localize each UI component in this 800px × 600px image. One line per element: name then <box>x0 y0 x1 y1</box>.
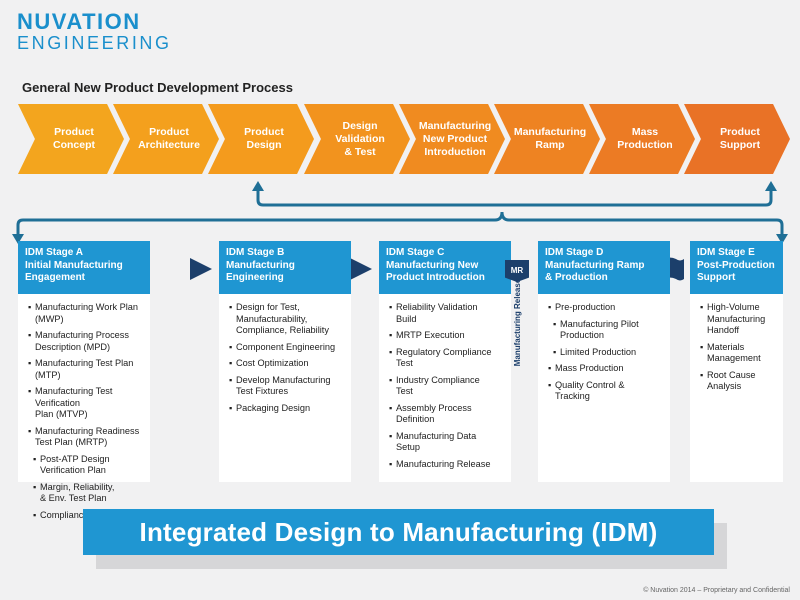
stage-b-items: Design for Test, Manufacturability, Comp… <box>219 294 351 414</box>
phase-label: Mass Production <box>617 126 673 151</box>
phase-label: Manufacturing Ramp <box>513 126 587 151</box>
phase-label: Product Design <box>244 126 284 151</box>
list-item: Develop Manufacturing Test Fixtures <box>229 375 346 398</box>
list-item: Root Cause Analysis <box>700 370 778 393</box>
stage-d-card: IDM Stage D Manufacturing Ramp & Product… <box>538 241 670 482</box>
list-item: Regulatory Compliance Test <box>389 347 506 370</box>
phase-label: Design Validation & Test <box>335 119 385 158</box>
phase-chevron: Product Architecture <box>113 104 219 174</box>
phase-chevron: Design Validation & Test <box>304 104 410 174</box>
list-item: High-Volume Manufacturing Handoff <box>700 302 778 337</box>
stage-e-items: High-Volume Manufacturing Handoff Materi… <box>690 294 783 393</box>
list-item: Reliability Validation Build <box>389 302 506 325</box>
list-item: Materials Management <box>700 342 778 365</box>
stage-c-items: Reliability Validation Build MRTP Execut… <box>379 294 511 470</box>
arrowhead-stage-a <box>12 234 24 244</box>
list-item: Manufacturing Pilot Production <box>553 319 665 342</box>
list-item: Manufacturing Work Plan (MWP) <box>28 302 145 325</box>
chevron-shape <box>684 104 790 174</box>
list-item: Manufacturing Data Setup <box>389 431 506 454</box>
phase-label: Manufacturing New Product Introduction <box>418 119 492 158</box>
list-item: Limited Production <box>553 347 665 359</box>
chevron-shape <box>113 104 219 174</box>
list-item: Manufacturing Release <box>389 459 506 471</box>
phase-chevron: Mass Production <box>589 104 695 174</box>
idm-banner: Integrated Design to Manufacturing (IDM) <box>83 509 714 555</box>
phase-label: Product Support <box>719 126 761 151</box>
list-item: Manufacturing Test Plan (MTP) <box>28 358 145 381</box>
phase-chevron: Manufacturing New Product Introduction <box>399 104 505 174</box>
list-item: Packaging Design <box>229 403 346 415</box>
list-item: MRTP Execution <box>389 330 506 342</box>
stage-b-title: IDM Stage B Manufacturing Engineering <box>219 241 351 294</box>
stage-c-card: IDM Stage C Manufacturing New Product In… <box>379 241 511 482</box>
list-item: Post-ATP Design Verification Plan <box>33 454 145 477</box>
stage-a-items: Manufacturing Work Plan (MWP) Manufactur… <box>18 294 150 521</box>
phase-label: Product Architecture <box>138 126 200 151</box>
chevron-shape <box>494 104 600 174</box>
process-title: General New Product Development Process <box>22 80 293 95</box>
list-item: Mass Production <box>548 363 665 375</box>
stage-a-card: IDM Stage A Initial Manufacturing Engage… <box>18 241 150 521</box>
arrowhead-stage-e <box>776 234 788 244</box>
arrow-a-to-b-icon <box>190 258 212 280</box>
phase-chevron: Manufacturing Ramp <box>494 104 600 174</box>
list-item: Industry Compliance Test <box>389 375 506 398</box>
chevron-shape <box>208 104 314 174</box>
nuvation-logo: NUVATION ENGINEERING <box>17 9 172 54</box>
chevron-shape <box>304 104 410 174</box>
list-item: Design for Test, Manufacturability, Comp… <box>229 302 346 337</box>
stage-d-title: IDM Stage D Manufacturing Ramp & Product… <box>538 241 670 294</box>
list-item: Manufacturing Readiness Test Plan (MRTP) <box>28 426 145 449</box>
mr-milestone-badge: MR <box>505 260 529 282</box>
stage-d-items: Pre-production Manufacturing Pilot Produ… <box>538 294 670 403</box>
arrow-b-to-c-icon <box>350 258 372 280</box>
list-item: Component Engineering <box>229 342 346 354</box>
chevron-shape <box>399 104 505 174</box>
stage-e-card: IDM Stage E Post-Production Support High… <box>690 241 783 482</box>
arrowhead-product-design <box>252 181 264 191</box>
phase-chevron: Product Concept <box>18 104 124 174</box>
stage-a-title: IDM Stage A Initial Manufacturing Engage… <box>18 241 150 294</box>
list-item: Cost Optimization <box>229 358 346 370</box>
list-item: Manufacturing Process Description (MPD) <box>28 330 145 353</box>
stage-c-title: IDM Stage C Manufacturing New Product In… <box>379 241 511 294</box>
stage-e-title: IDM Stage E Post-Production Support <box>690 241 783 294</box>
phase-chevron: Product Design <box>208 104 314 174</box>
list-item: Quality Control & Tracking <box>548 380 665 403</box>
list-item: Assembly Process Definition <box>389 403 506 426</box>
list-item: Margin, Reliability, & Env. Test Plan <box>33 482 145 505</box>
manufacturing-release-label: Manufacturing Release <box>513 278 522 367</box>
copyright-notice: © Nuvation 2014 – Proprietary and Confid… <box>643 587 790 594</box>
list-item: Manufacturing Test Verification Plan (MT… <box>28 386 145 421</box>
arrowhead-product-support <box>765 181 777 191</box>
chevron-shape <box>18 104 124 174</box>
phase-chevron: Product Support <box>684 104 790 174</box>
list-item: Pre-production <box>548 302 665 314</box>
phase-label: Product Concept <box>53 126 95 151</box>
chevron-shape <box>589 104 695 174</box>
stage-b-card: IDM Stage B Manufacturing Engineering De… <box>219 241 351 482</box>
